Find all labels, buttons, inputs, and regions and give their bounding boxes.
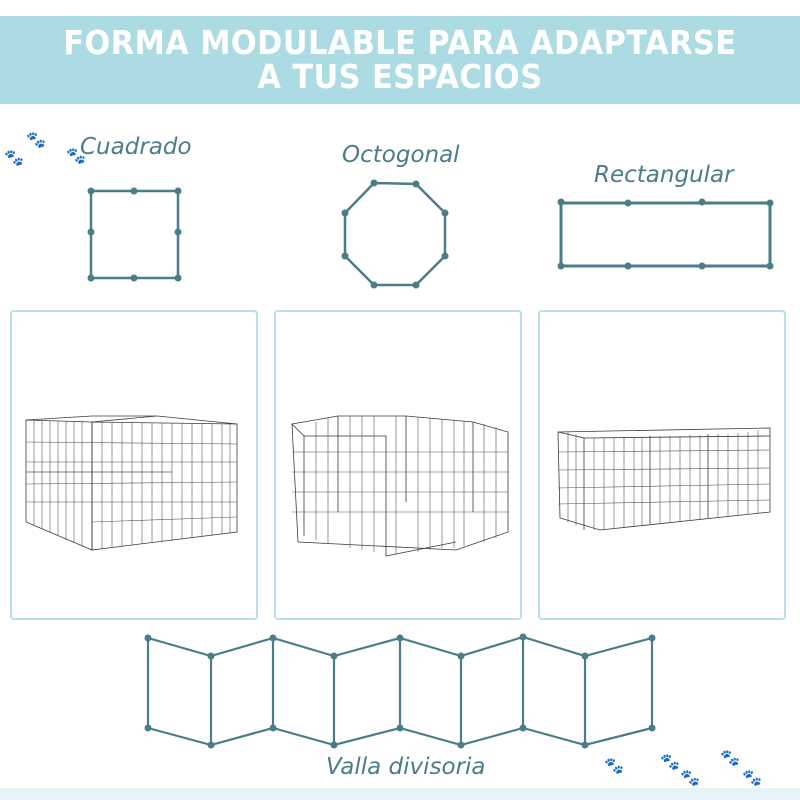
- divider-label: Valla divisoria: [326, 754, 486, 780]
- square-pen-panel: [10, 310, 258, 620]
- title-banner: FORMA MODULABLE PARA ADAPTARSE A TUS ESP…: [0, 16, 800, 104]
- paw-print-icon: 🐾: [66, 148, 86, 165]
- octagon-pen-panel: [274, 310, 522, 620]
- paw-print-icon: 🐾: [604, 758, 624, 775]
- paw-print-icon: 🐾: [26, 132, 46, 149]
- square-pen-image: [25, 415, 238, 551]
- paw-print-icon: 🐾: [680, 770, 700, 787]
- rectangle-pen-image: [557, 427, 771, 531]
- shape-label-square: Cuadrado: [80, 134, 192, 160]
- paw-print-icon: 🐾: [4, 150, 24, 167]
- paw-print-icon: 🐾: [720, 750, 740, 767]
- paw-print-icon: 🐾: [660, 754, 680, 771]
- title-line-2: A TUS ESPACIOS: [257, 57, 543, 96]
- rectangle-diagram-icon: [557, 198, 774, 270]
- rectangle-pen-panel: [538, 310, 786, 620]
- title-line-1: FORMA MODULABLE PARA ADAPTARSE: [63, 23, 737, 62]
- footer-strip: [0, 788, 800, 800]
- octagon-pen-image: [291, 415, 509, 557]
- paw-print-icon: 🐾: [742, 770, 762, 787]
- octagon-diagram-icon: [341, 179, 449, 289]
- square-diagram-icon: [87, 187, 182, 282]
- shape-label-rectangle: Rectangular: [594, 162, 734, 188]
- shape-label-octagon: Octogonal: [342, 142, 460, 168]
